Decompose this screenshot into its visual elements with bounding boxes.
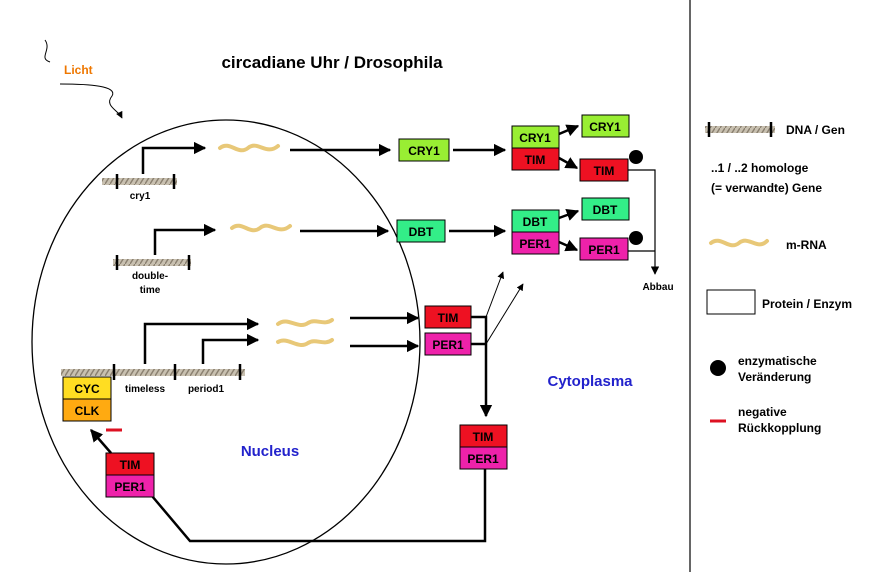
legend-neg-line1: negative [738, 405, 787, 419]
protein-dbt: DBT [396, 219, 446, 243]
legend: DNA / Gen ..1 / ..2 homologe (= verwandt… [705, 122, 852, 435]
svg-text:CYC: CYC [74, 382, 100, 396]
svg-text:PER1: PER1 [588, 243, 620, 257]
legend-dna-symbol [705, 122, 775, 137]
dimerization-arrow [471, 315, 493, 418]
transcription-arrow-cry1 [141, 141, 207, 174]
svg-text:DBT: DBT [523, 215, 548, 229]
transcription-arrow-period1 [201, 333, 260, 364]
gene-label-timeless: timeless [125, 384, 165, 395]
licht-label: Licht [64, 63, 93, 77]
legend-modification-symbol [710, 360, 726, 376]
protein-per1: PER1 [424, 332, 472, 356]
protein-cry1-free: CRY1 [581, 114, 630, 138]
svg-text:CLK: CLK [75, 404, 100, 418]
modification-dot-per1 [629, 231, 643, 245]
protein-tim-modified: TIM [579, 158, 629, 182]
svg-text:TIM: TIM [473, 430, 494, 444]
gene-doubletime [113, 255, 191, 270]
inhibition-arrow [90, 429, 112, 454]
svg-text:TIM: TIM [525, 153, 546, 167]
cytoplasma-label: Cytoplasma [547, 373, 633, 390]
arrow-release-cry1 [558, 124, 580, 137]
svg-text:CRY1: CRY1 [408, 144, 440, 158]
arrow-release-tim [558, 156, 579, 170]
svg-text:CRY1: CRY1 [519, 131, 551, 145]
svg-text:CRY1: CRY1 [589, 120, 621, 134]
svg-text:DBT: DBT [593, 203, 618, 217]
legend-protein-symbol [706, 289, 756, 315]
gene-timeless-period1 [61, 364, 245, 380]
page-title: circadiane Uhr / Drosophila [221, 53, 443, 72]
arrow-release-dbt [558, 209, 580, 221]
gene-label-doubletime-1: double- [132, 271, 168, 282]
protein-dbt-free: DBT [581, 197, 630, 221]
abbau-label: Abbau [642, 282, 673, 293]
arrow-to-cry1-complex [485, 271, 505, 318]
legend-mrna-symbol [709, 238, 769, 248]
legend-homologe-line1: ..1 / ..2 homologe [711, 161, 809, 175]
transcription-arrow-doubletime [153, 223, 217, 255]
degradation-arrow [628, 169, 660, 275]
arrow-to-dbt-complex [485, 283, 524, 345]
svg-text:DBT: DBT [409, 225, 434, 239]
legend-enzym-line1: enzymatische [738, 354, 817, 368]
mrna-period1 [276, 338, 334, 347]
complex-cry1-tim: CRY1 TIM [511, 125, 560, 171]
complex-tim-per1-nucleus: TIM PER1 [105, 452, 155, 498]
legend-protein-label: Protein / Enzym [762, 297, 852, 311]
svg-text:TIM: TIM [120, 458, 141, 472]
light-signal-arrow [44, 39, 122, 118]
legend-mrna-label: m-RNA [786, 238, 827, 252]
mrna-timeless [276, 318, 334, 327]
complex-tim-per1-cytoplasm: TIM PER1 [459, 424, 508, 470]
svg-text:PER1: PER1 [432, 338, 464, 352]
nuclear-import-path [151, 469, 487, 543]
complex-dbt-per1: DBT PER1 [511, 209, 560, 255]
gene-label-period1: period1 [188, 384, 225, 395]
legend-dna-label: DNA / Gen [786, 123, 845, 137]
gene-cry1 [102, 174, 177, 189]
svg-text:PER1: PER1 [114, 480, 146, 494]
mrna-doubletime [230, 223, 292, 233]
transcription-arrow-timeless [143, 317, 260, 364]
protein-tim: TIM [424, 305, 472, 329]
svg-text:TIM: TIM [594, 164, 615, 178]
protein-cry1: CRY1 [398, 138, 450, 162]
nucleus-membrane [31, 119, 421, 565]
svg-text:PER1: PER1 [467, 452, 499, 466]
modification-dot-tim [629, 150, 643, 164]
gene-label-doubletime-2: time [140, 285, 161, 296]
legend-homologe-line2: (= verwandte) Gene [711, 181, 822, 195]
svg-text:TIM: TIM [438, 311, 459, 325]
mrna-cry1 [218, 143, 280, 153]
nucleus-label: Nucleus [241, 443, 299, 460]
gene-label-cry1: cry1 [130, 191, 151, 202]
legend-enzym-line2: Veränderung [738, 370, 811, 384]
svg-text:PER1: PER1 [519, 237, 551, 251]
complex-cyc-clk: CYC CLK [62, 376, 112, 422]
legend-neg-line2: Rückkopplung [738, 421, 821, 435]
protein-per1-modified: PER1 [579, 237, 629, 261]
arrow-release-per1 [558, 239, 579, 252]
